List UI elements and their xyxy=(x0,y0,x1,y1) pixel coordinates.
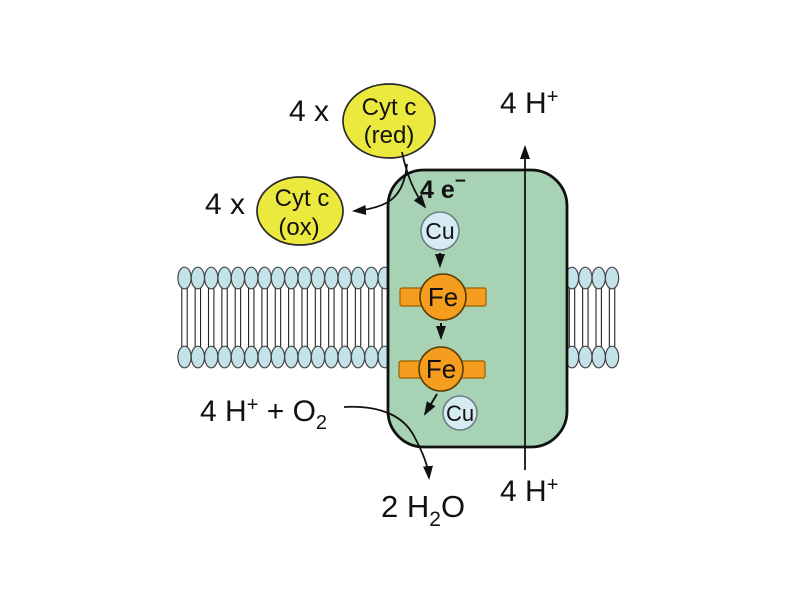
lipid-head xyxy=(324,345,339,369)
lipid-head xyxy=(190,345,206,369)
product-end: O xyxy=(441,489,465,524)
fe-center-upper-label: Fe xyxy=(428,282,458,312)
lipid-molecule xyxy=(284,266,299,369)
cytc-ox-label-line2: (ox) xyxy=(278,214,319,241)
lipid-head xyxy=(350,345,366,369)
lipid-head xyxy=(310,345,326,369)
lipid-head xyxy=(203,345,219,369)
membrane-bilayer-left xyxy=(177,266,392,369)
cu-center-lower-label: Cu xyxy=(446,401,474,426)
lipid-molecule xyxy=(177,266,192,369)
lipid-head xyxy=(230,345,246,369)
stoich-label-cytc-ox: 4 x xyxy=(205,188,245,221)
cu-center-lower xyxy=(442,395,478,431)
fe-center-upper xyxy=(419,273,467,321)
cytc-red-ellipse xyxy=(342,83,436,159)
lipid-head xyxy=(257,266,272,290)
lipid-molecule xyxy=(350,266,366,369)
substrate-sup: + xyxy=(247,394,259,416)
cu-center-upper xyxy=(420,211,460,251)
fe-center-lower-label: Fe xyxy=(426,354,456,384)
lipid-head xyxy=(337,266,352,290)
arrow-substrate-to-water xyxy=(343,405,433,480)
stoich-label-cytc-red: 4 x xyxy=(289,95,329,128)
protons-bottom-base: 4 H xyxy=(500,475,547,508)
lipid-molecule xyxy=(244,266,259,369)
lipid-head xyxy=(297,345,312,369)
lipid-molecule xyxy=(324,266,339,369)
lipid-molecule xyxy=(190,266,206,369)
lipid-molecule xyxy=(578,266,593,369)
lipid-molecule xyxy=(337,266,352,369)
lipid-head xyxy=(364,266,379,290)
lipid-head xyxy=(310,266,326,290)
lipid-head xyxy=(604,345,620,369)
lipid-molecule xyxy=(364,266,379,369)
substrate-sub: 2 xyxy=(316,412,327,434)
electrons-label-sup: − xyxy=(455,171,466,192)
electrons-label-base: 4 e xyxy=(420,176,455,204)
lipid-head xyxy=(350,266,366,290)
lipid-molecule xyxy=(297,266,312,369)
protons-top-label: 4 H+ xyxy=(500,86,558,120)
electron-return-arrow xyxy=(352,163,408,215)
fe-center-lower xyxy=(418,346,464,392)
lipid-molecule xyxy=(217,266,232,369)
arrow-fe-to-reaction-site xyxy=(423,393,438,416)
lipid-molecule xyxy=(604,266,620,369)
cu-center-upper-label: Cu xyxy=(425,218,454,244)
lipid-head xyxy=(591,345,606,369)
lipid-molecule xyxy=(257,266,272,369)
lipid-head xyxy=(297,266,312,290)
substrate-base: 4 H xyxy=(200,395,247,428)
lipid-molecule xyxy=(203,266,219,369)
lipid-head xyxy=(591,266,606,290)
complex-iv-body xyxy=(386,168,569,449)
cytc-ox-ellipse xyxy=(256,176,344,246)
membrane-bilayer-right xyxy=(564,266,620,369)
lipid-head xyxy=(337,345,352,369)
lipid-head xyxy=(257,345,272,369)
product-base: 2 H xyxy=(381,489,429,524)
lipid-molecule xyxy=(270,266,286,369)
lipid-head xyxy=(578,266,593,290)
lipid-molecule xyxy=(310,266,326,369)
lipid-molecule xyxy=(230,266,246,369)
lipid-head xyxy=(324,266,339,290)
lipid-molecule xyxy=(591,266,606,369)
lipid-head xyxy=(244,266,259,290)
lipid-head xyxy=(284,266,299,290)
lipid-head xyxy=(177,345,192,369)
cytc-ox-label-line1: Cyt c xyxy=(275,185,330,212)
lipid-head xyxy=(217,266,232,290)
protons-top-base: 4 H xyxy=(500,87,547,120)
substrate-label: 4 H+ + O2 xyxy=(200,394,327,434)
lipid-head xyxy=(578,345,593,369)
lipid-head xyxy=(284,345,299,369)
product-label: 2 H2O xyxy=(381,489,465,531)
protons-bottom-sup: + xyxy=(547,474,559,496)
lipid-head xyxy=(177,266,192,290)
protons-bottom-label: 4 H+ xyxy=(500,474,558,508)
cytc-red-label-line1: Cyt c xyxy=(362,94,417,121)
lipid-head xyxy=(270,266,286,290)
lipid-head xyxy=(203,266,219,290)
product-sub: 2 xyxy=(429,508,441,531)
lipid-head xyxy=(244,345,259,369)
substrate-mid: + O xyxy=(258,395,316,428)
lipid-head xyxy=(190,266,206,290)
lipid-head xyxy=(230,266,246,290)
lipid-head xyxy=(217,345,232,369)
lipid-head xyxy=(270,345,286,369)
lipid-head xyxy=(364,345,379,369)
protons-top-sup: + xyxy=(547,86,559,108)
electrons-label: 4 e− xyxy=(420,171,466,204)
cytc-red-label-line2: (red) xyxy=(364,122,415,149)
lipid-head xyxy=(604,266,620,290)
electron-arrow-to-cu xyxy=(401,151,427,209)
